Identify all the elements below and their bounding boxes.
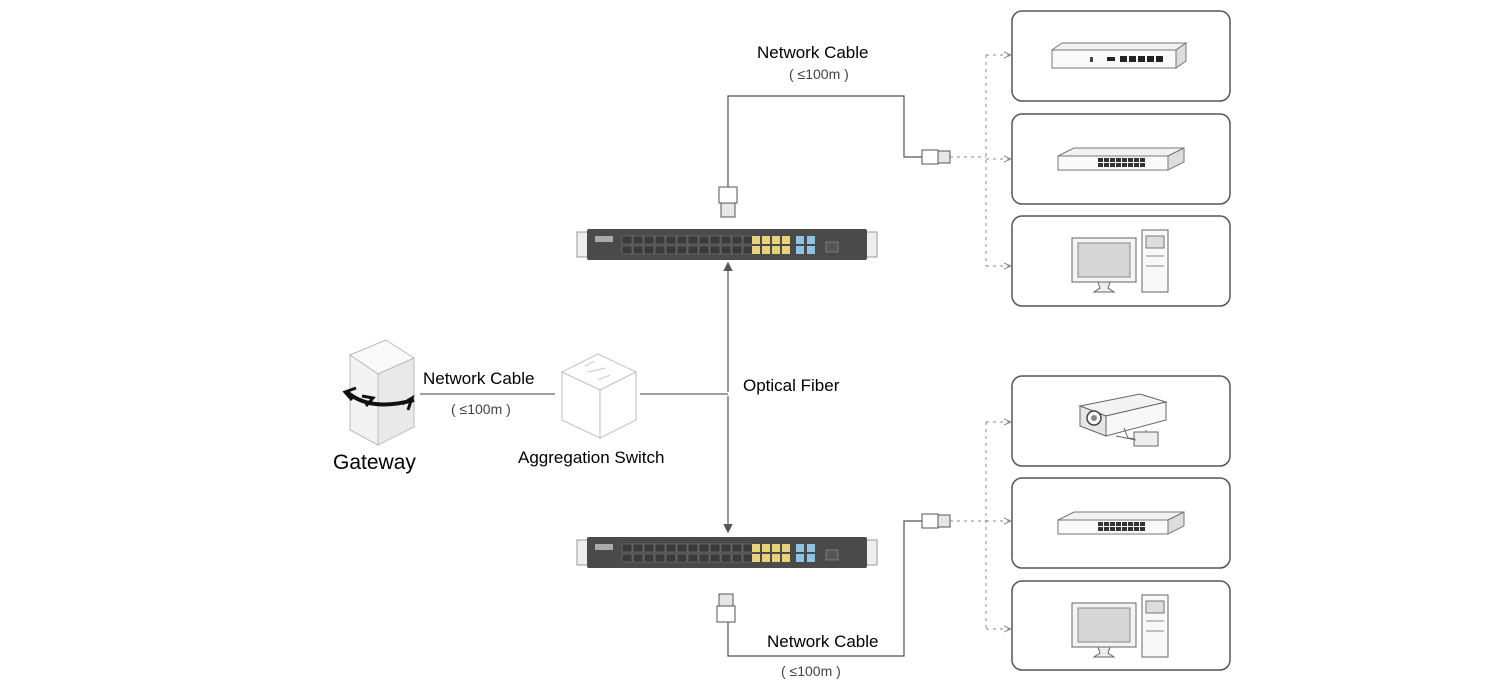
device-box-desktop-top [1011, 215, 1231, 307]
optical-fiber-label: Optical Fiber [743, 376, 840, 395]
gateway-cable-label: Network Cable [423, 369, 535, 388]
bottom-network-cable [727, 520, 922, 657]
gateway-label: Gateway [333, 451, 416, 474]
top-cable-limit: ( ≤100m ) [789, 66, 849, 82]
aggregation-switch-label: Aggregation Switch [518, 448, 665, 467]
top-cable-plug-icon [718, 186, 738, 218]
device-box-camera [1011, 375, 1231, 467]
gateway-icon [342, 339, 416, 446]
switch-icon [1057, 147, 1185, 171]
switch-icon [1057, 511, 1185, 535]
top-cable-label: Network Cable [757, 43, 869, 62]
aggregation-switch-icon [560, 353, 638, 439]
device-box-switch-bottom [1011, 477, 1231, 569]
bottom-access-switch-icon [576, 537, 878, 568]
router-icon [1050, 42, 1188, 69]
top-cable-connector-icon [921, 149, 951, 165]
device-box-desktop-bottom [1011, 580, 1231, 671]
gateway-cable-limit: ( ≤100m ) [451, 401, 511, 417]
bottom-cable-label: Network Cable [767, 632, 879, 651]
device-box-router [1011, 10, 1231, 102]
top-dotted-links [950, 55, 1010, 266]
bottom-dotted-links [950, 422, 1010, 629]
bottom-cable-connector-icon [921, 513, 951, 529]
top-network-cable [727, 95, 922, 187]
bottom-cable-plug-icon [716, 593, 736, 623]
device-box-switch-top [1011, 113, 1231, 205]
desktop-computer-icon [1071, 229, 1169, 293]
top-access-switch-icon [576, 229, 878, 260]
desktop-computer-icon [1071, 594, 1169, 658]
cctv-camera-icon [1078, 393, 1168, 447]
bottom-cable-limit: ( ≤100m ) [781, 663, 841, 679]
